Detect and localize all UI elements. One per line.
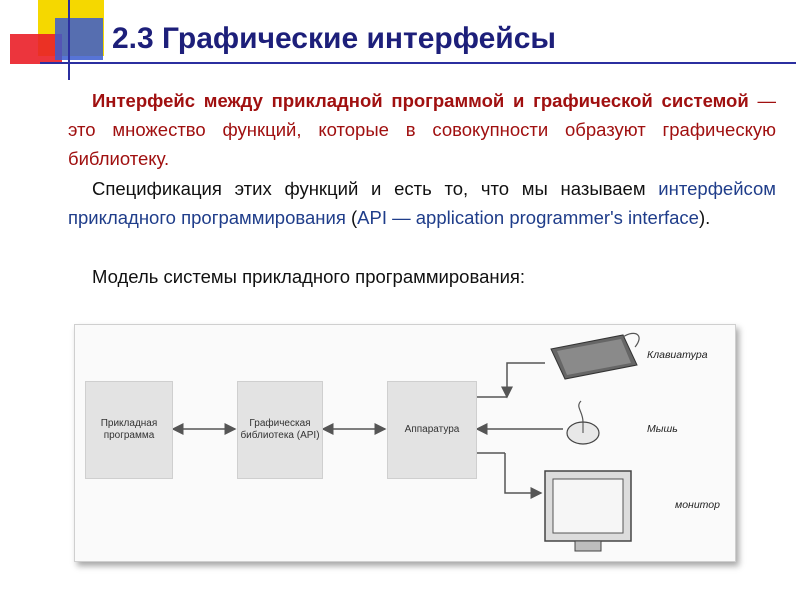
box-hardware: Аппаратура [387,381,477,479]
api-paren-open: ( [345,207,358,228]
mouse-icon [566,400,600,445]
api-abbrev: API — application programmer's interface [357,207,699,228]
title-underline [40,62,796,64]
term-interface: Интерфейс между прикладной программой и … [92,90,749,111]
paragraph-interface-definition: Интерфейс между прикладной программой и … [68,86,776,173]
paragraph-model: Модель системы прикладного программирова… [92,266,526,287]
box-application: Прикладная программа [85,381,173,479]
label-monitor: монитор [675,499,720,511]
api-paren-close: ). [698,207,711,228]
dash: — [748,90,777,111]
paragraph-api: Спецификация этих функций и есть то, что… [68,174,776,232]
api-term: интерфейсом прикладного программирования [68,178,776,228]
arrow-keyboard-hw [501,362,545,399]
box-graphics-library: Графическая библиотека (API) [237,381,323,479]
decor-blue-square [55,18,103,60]
system-model-diagram: Прикладная программа Графическая библиот… [74,324,736,562]
arrow-hw-monitor [504,453,543,499]
label-keyboard: Клавиатура [647,349,708,361]
decor-vertical-line [68,0,70,80]
keyboard-icon [550,332,640,380]
label-mouse: Мышь [647,423,678,435]
diagram-connectors [171,332,640,552]
api-intro: Спецификация этих функций и есть то, что… [92,178,659,199]
monitor-icon [544,470,632,552]
decor-red-square [10,34,62,64]
definition-text: это множество функций, которые в совокуп… [68,119,776,169]
slide-title: 2.3 Графические интерфейсы [112,22,557,55]
